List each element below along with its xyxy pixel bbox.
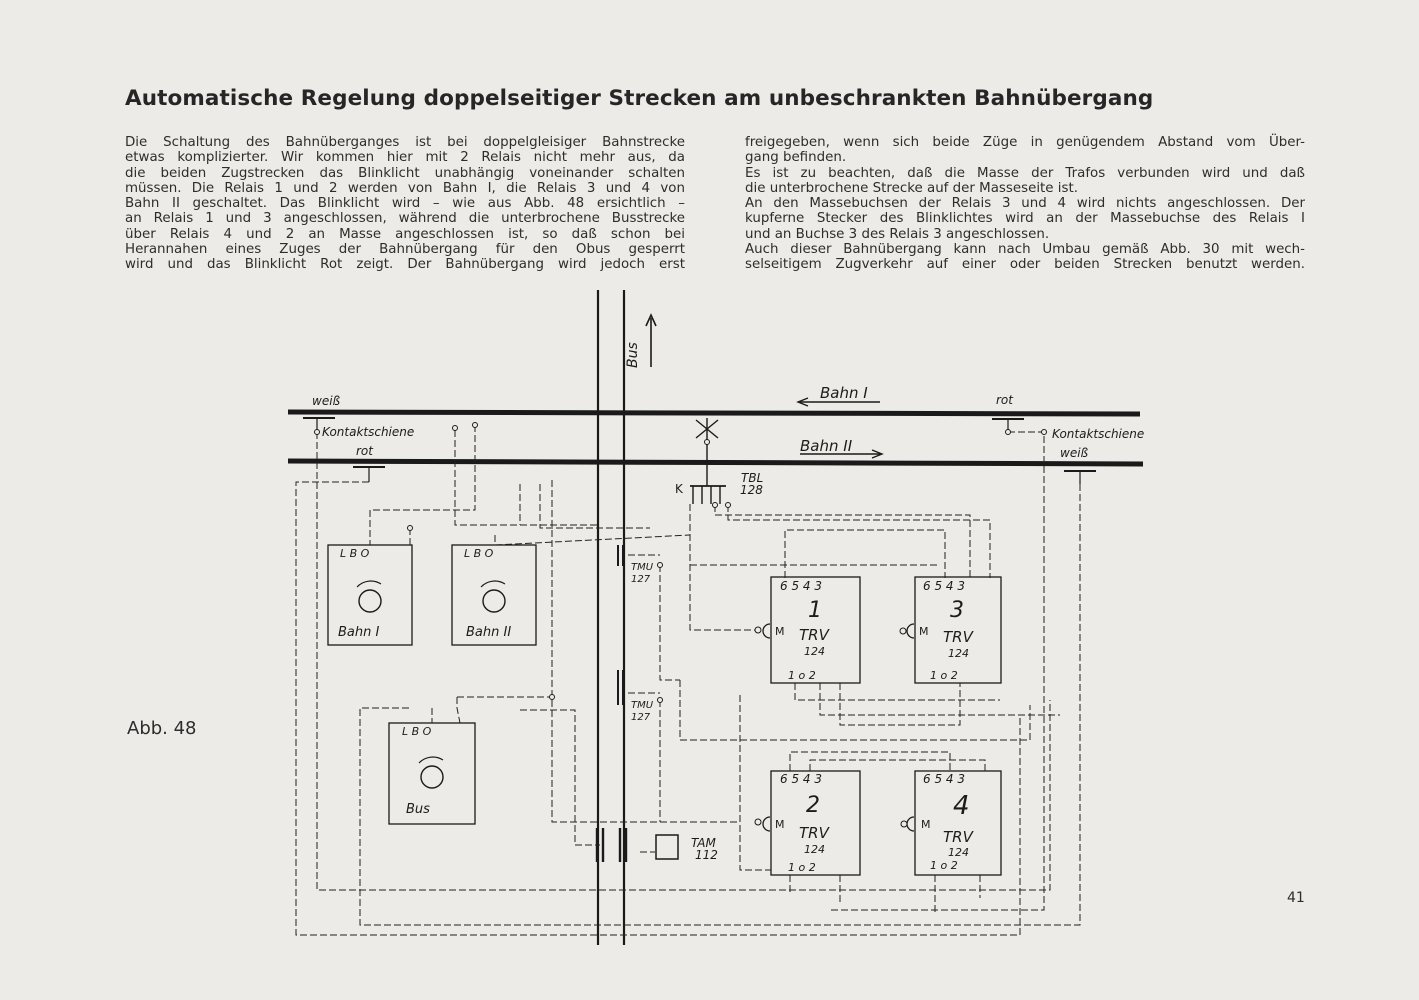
text-line: Bahn II geschaltet. Das Blinklicht wird …: [125, 196, 685, 212]
relay-3-type: TRV: [943, 628, 975, 646]
text-line: müssen. Die Relais 1 und 2 werden von Ba…: [125, 180, 685, 196]
k-label: K: [675, 482, 684, 496]
bus-arrow-label: Bus: [625, 342, 641, 368]
weiss-top-left-label: weiß: [312, 394, 341, 408]
relay-2-number: 2: [806, 793, 820, 818]
weiss-right-label: weiß: [1060, 446, 1089, 460]
relay-1-type: TRV: [799, 626, 831, 644]
text-line: die unterbrochene Strecke auf der Masses…: [745, 180, 1078, 196]
kontakt-right-label: Kontaktschiene: [1052, 427, 1144, 441]
transformer-bahn-2-name: Bahn II: [466, 625, 511, 640]
transformer-bahn-1-terminals: L B O: [340, 547, 370, 560]
relay-4-top-pins: 6 5 4 3: [923, 772, 965, 786]
text-line: Auch dieser Bahnübergang kann nach Umbau…: [745, 242, 1305, 258]
text-line: Die Schaltung des Bahnüberganges ist bei…: [125, 135, 685, 150]
rail-bahn-1: [287, 409, 1141, 417]
relay-4-model: 124: [948, 846, 969, 859]
tbl-name-label: TBL: [741, 471, 763, 485]
relay-3-model: 124: [948, 647, 969, 660]
relay-3-top-pins: 6 5 4 3: [923, 579, 965, 593]
relay-2-top-pins: 6 5 4 3: [780, 772, 822, 786]
transformer-bahn-1-name: Bahn I: [338, 625, 379, 640]
relay-2-type: TRV: [799, 824, 831, 842]
figure-caption: Abb. 48: [127, 718, 197, 739]
bahn-1-track-label: Bahn I: [820, 384, 868, 402]
tmu-2-name-label: TMU: [631, 700, 654, 711]
page-title: Automatische Regelung doppelseitiger Str…: [125, 86, 1154, 111]
text-line: freigegeben, wenn sich beide Züge in gen…: [745, 135, 1305, 150]
relay-3-bottom-pins: 1 o 2: [930, 669, 958, 682]
tam-no-label: 112: [695, 848, 718, 862]
tam-box: [655, 834, 679, 860]
relay-2-model: 124: [804, 843, 825, 856]
relay-1: [770, 576, 861, 684]
relay-4-number: 4: [953, 791, 970, 821]
tmu-1-name-label: TMU: [631, 562, 654, 573]
transformer-bahn-2: [451, 544, 537, 646]
page-number: 41: [1287, 890, 1305, 906]
relay-1-m: M: [775, 625, 785, 638]
relay-4-type: TRV: [943, 828, 975, 846]
bahn-2-track-label: Bahn II: [800, 437, 853, 455]
relay-2-m: M: [775, 818, 785, 831]
transformer-bus: [388, 722, 476, 825]
tmu-1-no-label: 127: [631, 574, 651, 585]
relay-1-top-pins: 6 5 4 3: [780, 579, 822, 593]
rot-top-right-label: rot: [996, 393, 1014, 407]
tbl-no-label: 128: [740, 483, 763, 497]
text-line: die beiden Zugstrecken das Blinklicht un…: [125, 165, 685, 181]
transformer-bahn-2-terminals: L B O: [464, 547, 494, 560]
text-line: an Relais 1 und 3 angeschlossen, während…: [125, 211, 685, 227]
rail-bahn-2: [287, 458, 1144, 467]
text-line: Herannahen eines Zuges der Bahnübergang …: [125, 242, 685, 258]
relay-2: [770, 770, 861, 876]
text-column-right: freigegeben, wenn sich beide Züge in gen…: [745, 135, 1305, 273]
text-line: gang befinden.: [745, 150, 847, 166]
transformer-bus-terminals: L B O: [402, 725, 432, 738]
rot-left-label: rot: [356, 444, 374, 458]
relay-4-m: M: [921, 818, 931, 831]
text-line: etwas komplizierter. Wir kommen hier mit…: [125, 150, 685, 166]
text-line: und an Buchse 3 des Relais 3 angeschloss…: [745, 226, 1050, 242]
relay-4-bottom-pins: 1 o 2: [930, 859, 958, 872]
text-line: kupferne Stecker des Blinklichtes wird a…: [745, 211, 1305, 227]
transformer-bus-name: Bus: [406, 802, 430, 817]
relay-4: [914, 770, 1002, 876]
tmu-2-no-label: 127: [631, 712, 651, 723]
relay-1-number: 1: [808, 598, 822, 623]
relay-2-bottom-pins: 1 o 2: [788, 861, 816, 874]
text-line: selseitigem Zugverkehr auf einer oder be…: [745, 257, 1305, 273]
relay-3: [914, 576, 1002, 684]
relay-1-bottom-pins: 1 o 2: [788, 669, 816, 682]
text-line: wird und das Blinklicht Rot zeigt. Der B…: [125, 257, 685, 273]
kontakt-left-label: Kontaktschiene: [322, 425, 414, 439]
relay-1-model: 124: [804, 645, 825, 658]
relay-3-number: 3: [950, 598, 964, 623]
text-line: Es ist zu beachten, daß die Masse der Tr…: [745, 165, 1305, 181]
text-line: über Relais 4 und 2 an Masse angeschloss…: [125, 226, 685, 242]
text-column-left: Die Schaltung des Bahnüberganges ist bei…: [125, 135, 685, 273]
relay-3-m: M: [919, 625, 929, 638]
tam-name-label: TAM: [691, 836, 716, 850]
text-line: An den Massebuchsen der Relais 3 und 4 w…: [745, 196, 1305, 212]
